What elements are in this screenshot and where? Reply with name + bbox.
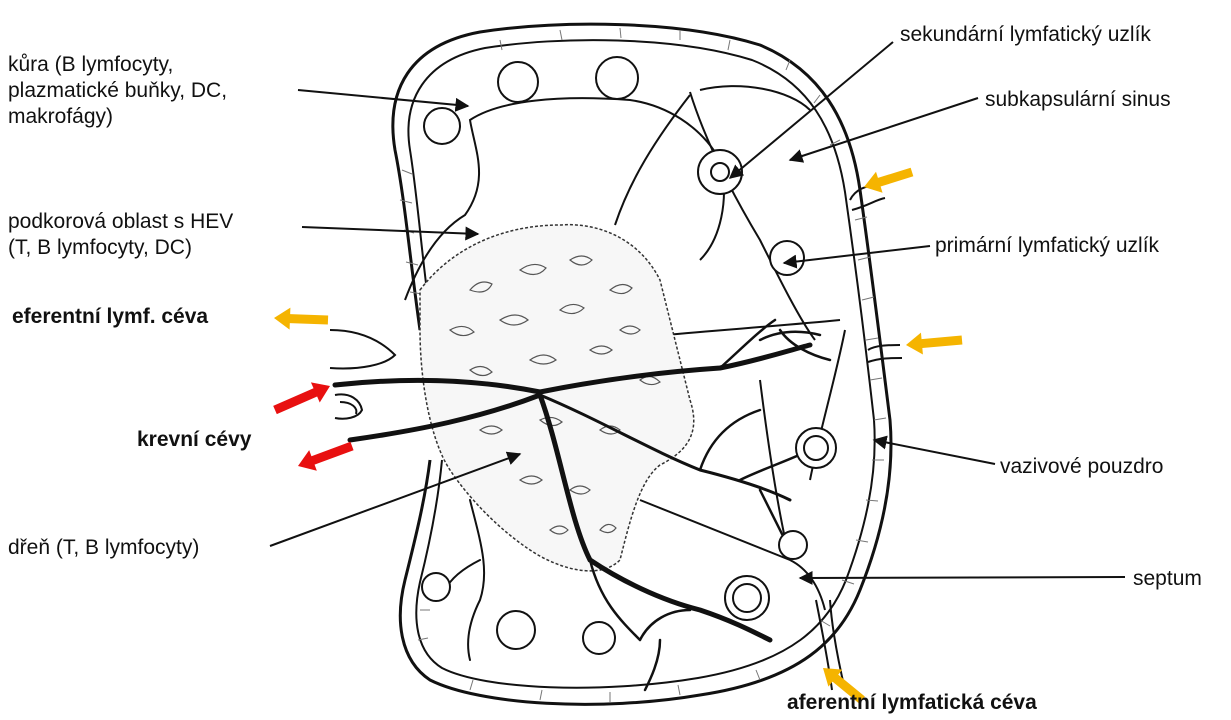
label-paracortex: podkorová oblast s HEV (T, B lymfocyty, … bbox=[8, 209, 233, 261]
blood-inflow-arrow bbox=[273, 382, 330, 414]
label-afferent: aferentní lymfatická céva bbox=[787, 690, 1037, 716]
label-septum: septum bbox=[1133, 566, 1202, 592]
cortex-divider bbox=[690, 86, 815, 340]
label-cortex-line-1: kůra (B lymfocyty, bbox=[8, 52, 227, 78]
label-capsule: vazivové pouzdro bbox=[1000, 454, 1163, 480]
label-cortex: kůra (B lymfocyty, plazmatické buňky, DC… bbox=[8, 52, 227, 130]
pointer-paracortex bbox=[302, 227, 478, 234]
label-medulla: dřeň (T, B lymfocyty) bbox=[8, 535, 199, 561]
label-blood-vessels: krevní cévy bbox=[137, 427, 251, 453]
pointer-secondary-nodule bbox=[730, 42, 893, 178]
label-primary-nodule: primární lymfatický uzlík bbox=[935, 233, 1159, 259]
label-cortex-line-2: plazmatické buňky, DC, bbox=[8, 78, 227, 104]
afferent-flow-arrow-mid bbox=[906, 333, 962, 355]
blood-outflow-arrow bbox=[298, 442, 354, 471]
label-paracortex-line-2: (T, B lymfocyty, DC) bbox=[8, 235, 233, 261]
pointer-septum bbox=[800, 577, 1125, 578]
medulla-region bbox=[420, 225, 694, 571]
pointer-primary-nodule bbox=[784, 246, 930, 263]
blood-flow-arrows bbox=[273, 382, 353, 470]
afferent-flow-arrow-top bbox=[864, 168, 913, 193]
efferent-vessel-stub bbox=[330, 330, 395, 368]
label-cortex-line-3: makrofágy) bbox=[8, 104, 227, 130]
efferent-flow-arrow bbox=[274, 308, 328, 330]
label-secondary-nodule: sekundární lymfatický uzlík bbox=[900, 22, 1151, 48]
label-subcapsular-sinus: subkapsulární sinus bbox=[985, 87, 1171, 113]
hilum-stubs bbox=[335, 394, 362, 418]
label-paracortex-line-1: podkorová oblast s HEV bbox=[8, 209, 233, 235]
label-efferent: eferentní lymf. céva bbox=[12, 304, 208, 330]
pointer-subcapsular-sinus bbox=[790, 98, 978, 160]
pointer-cortex bbox=[298, 90, 468, 106]
